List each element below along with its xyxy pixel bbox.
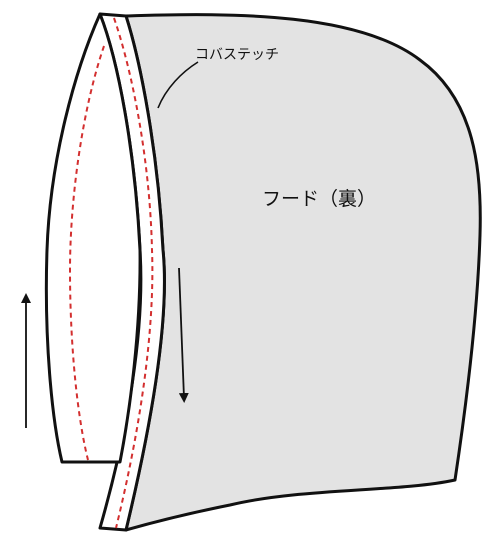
hood-outer-panel — [44, 12, 142, 464]
stitch-line-left — [68, 45, 105, 461]
stitch-line-band — [113, 17, 154, 529]
top-stitch-label: コバステッチ — [195, 47, 279, 63]
stitch-leader-line — [157, 61, 199, 109]
hood-lining-label: フード（裏） — [262, 188, 377, 210]
arrow-down-icon — [178, 267, 189, 403]
